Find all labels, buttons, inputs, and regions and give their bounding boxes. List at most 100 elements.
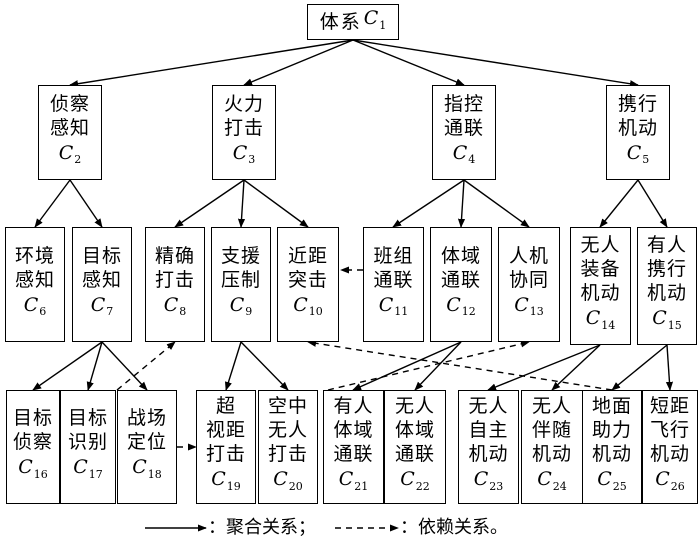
node-label-line: 无人	[531, 395, 572, 418]
node-label-line: 携行	[617, 92, 658, 115]
node-code: C13	[514, 292, 544, 326]
node-code-letter: C	[293, 293, 308, 316]
aggregation-arrow	[34, 179, 71, 228]
node-code-letter: C	[163, 293, 179, 316]
node-code-subscript: 19	[226, 479, 241, 493]
node-code-letter: C	[514, 293, 529, 316]
aggregation-arrow	[352, 39, 465, 86]
node-code: C17	[73, 454, 103, 488]
aggregation-arrow	[487, 344, 601, 391]
node-label-line: 有人	[333, 395, 374, 418]
node-code-letter: C	[90, 293, 106, 316]
node-code-letter: C	[655, 468, 670, 491]
node-code-subscript: 8	[179, 305, 187, 319]
node-code-letter: C	[232, 141, 248, 164]
aggregation-arrow	[243, 179, 309, 228]
node-label-line: 机动	[580, 282, 621, 305]
aggregation-arrow	[551, 344, 601, 391]
node-label-line: 无人	[394, 395, 435, 418]
node-label-line: 自主	[468, 419, 509, 442]
node-code-letter: C	[626, 141, 642, 164]
node-label-line: 突击	[287, 268, 328, 291]
node-label-line: 侦察	[49, 92, 90, 115]
aggregation-arrow	[457, 179, 466, 228]
node-label-line: 打击	[267, 443, 308, 466]
node-code-letter: C	[229, 293, 245, 316]
node-code-letter: C	[363, 7, 379, 30]
node-label-line: 打击	[205, 443, 246, 466]
node-code-subscript: 9	[245, 305, 253, 319]
node-code-subscript: 21	[354, 479, 369, 493]
node-code-subscript: 18	[147, 467, 162, 481]
aggregation-arrow	[174, 179, 245, 228]
node-label-line: 机动	[646, 282, 687, 305]
node-code-subscript: 15	[667, 318, 682, 332]
node-label-line: 地面	[591, 395, 632, 418]
node-label-line: 飞行	[649, 419, 690, 442]
node-label-line: 体域	[394, 419, 435, 442]
node-label-line: 伴随	[531, 419, 572, 442]
node-code-subscript: 6	[39, 305, 47, 319]
node-label-line: 目标	[12, 407, 53, 430]
node-label-line: 空中	[267, 395, 308, 418]
node-code-letter: C	[452, 141, 468, 164]
node-code-letter: C	[597, 468, 612, 491]
aggregation-arrow	[240, 341, 289, 391]
node-label-line: 机动	[531, 443, 572, 466]
node-code-subscript: 17	[88, 467, 103, 481]
node-label-line: 压制	[220, 268, 261, 291]
node-code: C12	[446, 292, 476, 326]
node-label-line: 通联	[440, 268, 481, 291]
node-label-line: 有人	[646, 234, 687, 257]
aggregation-arrow	[463, 179, 530, 228]
node-code-subscript: 16	[33, 467, 48, 481]
aggregation-arrow	[86, 341, 103, 391]
node-code-letter: C	[378, 293, 394, 316]
node-label-line: 侦察	[12, 431, 53, 454]
node-label-line: 支援	[220, 244, 261, 267]
node-label-line: 体域	[333, 419, 374, 442]
node-code-letter: C	[400, 468, 415, 491]
node-label-line: 感知	[49, 116, 90, 139]
node-code-subscript: 7	[106, 305, 114, 319]
node-label-line: 机动	[468, 443, 509, 466]
dependency-arrow	[307, 339, 613, 391]
node-code: C1	[364, 5, 387, 39]
node-label-line: 战场	[126, 407, 167, 430]
node-code-subscript: 4	[468, 153, 476, 167]
node-code-subscript: 14	[601, 318, 616, 332]
node-code-letter: C	[338, 468, 354, 491]
node-code: C6	[24, 292, 47, 326]
node-label-line: 视距	[205, 419, 246, 442]
node-label-line: 打击	[154, 268, 195, 291]
dependency-arrow	[327, 340, 530, 391]
node-code: C24	[537, 466, 567, 500]
node-label-line: 协同	[508, 268, 549, 291]
node-code-letter: C	[537, 468, 552, 491]
node-label-line: 感知	[14, 268, 55, 291]
node-label-line: 近距	[287, 244, 328, 267]
aggregation-arrow	[352, 39, 639, 88]
node-code-subscript: 24	[552, 479, 567, 493]
node-label-line: 超	[215, 395, 236, 418]
node-label-line: 装备	[580, 258, 621, 281]
node-label-line: 环境	[14, 244, 55, 267]
node-code-letter: C	[652, 307, 667, 330]
aggregation-arrow	[224, 341, 242, 391]
node-code-subscript: 11	[394, 305, 409, 319]
